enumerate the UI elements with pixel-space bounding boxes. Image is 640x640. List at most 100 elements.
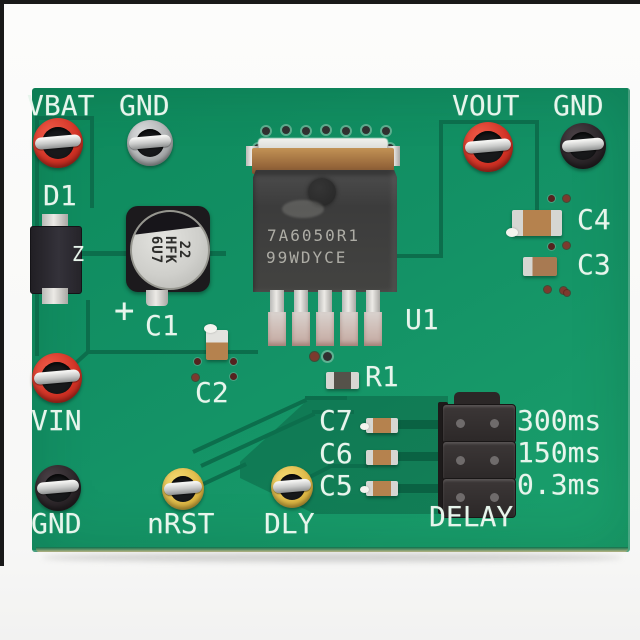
test-point-slot-bar: [128, 134, 172, 150]
resistor-r1: [326, 372, 359, 389]
via-dot: [323, 352, 332, 361]
test-point-dly: [271, 466, 313, 508]
via-dot: [382, 127, 390, 135]
ic-solder-pad: [340, 312, 358, 346]
silkscreen-c1-plus: +: [114, 291, 135, 331]
test-point-slot-bar: [272, 478, 312, 494]
silkscreen-delay-option-0.3ms: 0.3ms: [517, 468, 602, 501]
diode-d1: [30, 212, 82, 304]
solder-blob: [360, 423, 369, 430]
silkscreen-u1-label: U1: [405, 303, 439, 336]
ic-lead: [294, 290, 308, 314]
via-dot: [548, 243, 555, 250]
photo-top-border: [0, 0, 640, 4]
silkscreen-d1-label: D1: [43, 179, 77, 212]
trace-diag2-continuation: [312, 410, 354, 414]
via-dot: [560, 287, 567, 294]
capacitor-marking-line: HFK: [162, 235, 178, 265]
ic-tab-flux: [252, 148, 394, 174]
trace-vout-right: [535, 120, 539, 212]
via-dot: [563, 195, 570, 202]
via-dot: [548, 195, 555, 202]
via-dot: [362, 126, 370, 134]
silkscreen-delay-option-300ms: 300ms: [517, 404, 602, 437]
photo-left-border: [0, 0, 4, 566]
jumper-pin-dot: [456, 456, 465, 465]
diode-body: [30, 226, 82, 294]
ic-solder-pad: [316, 312, 334, 346]
silkscreen-gnd-top-right-label: GND: [553, 89, 604, 122]
capacitor-c6-smd: [366, 450, 398, 465]
via-dot: [302, 127, 310, 135]
silkscreen-dly-label: DLY: [264, 507, 315, 540]
ic-solder-pad: [364, 312, 382, 346]
ic-marking-line2: 99WDYCE: [266, 248, 348, 267]
silkscreen-c3-label: C3: [577, 248, 611, 281]
ic-lead: [318, 290, 332, 314]
via-dot: [342, 127, 350, 135]
silkscreen-vbat-label: VBAT: [27, 89, 95, 122]
test-point-gnd-top-left: [127, 120, 173, 166]
via-dot: [194, 358, 201, 365]
silkscreen-vout-label: VOUT: [452, 89, 520, 122]
via-dot: [230, 373, 237, 380]
trace-vbat-right: [90, 116, 94, 208]
trace-vin-vertical: [86, 300, 90, 354]
trace-diag1-continuation: [305, 396, 347, 400]
via-dot: [310, 352, 319, 361]
jumper-pin-dot: [490, 493, 499, 502]
silkscreen-delay-label: DELAY: [429, 500, 514, 533]
capacitor-marking-line: 6U7: [148, 235, 164, 265]
silkscreen-nrst-label: nRST: [147, 507, 215, 540]
silkscreen-c1-label: C1: [145, 309, 179, 342]
ic-solder-pad: [292, 312, 310, 346]
capacitor-lead: [146, 290, 168, 306]
capacitor-marking-line: 22: [176, 240, 192, 260]
ic-u1-regulator: 7A6050R1 99WDYCE: [244, 126, 404, 348]
ic-lead: [342, 290, 356, 314]
jumper-pin-dot: [490, 419, 499, 428]
test-point-vin: [32, 353, 82, 403]
test-point-vout: [463, 122, 513, 172]
capacitor-top: 22 HFK 6U7: [130, 210, 210, 290]
test-point-gnd-bottom-left: [35, 465, 81, 511]
silkscreen-z-label: Z: [72, 242, 85, 266]
via-dot: [564, 290, 570, 296]
silkscreen-c5-label: C5: [319, 469, 353, 502]
test-point-slot-bar: [34, 134, 82, 150]
test-point-slot-bar: [464, 138, 512, 154]
ic-marking-line1: 7A6050R1: [267, 226, 361, 245]
via-dot: [322, 126, 330, 134]
trace-delay-row3: [396, 484, 448, 493]
solder-blob: [506, 228, 518, 237]
delay-jumper-block: [436, 390, 518, 518]
test-point-gnd-top-right: [560, 123, 606, 169]
ic-dimple: [308, 178, 336, 206]
trace-vout-bottom: [395, 254, 443, 258]
silkscreen-c6-label: C6: [319, 437, 353, 470]
silkscreen-vin-label: VIN: [31, 404, 82, 437]
solder-blob: [204, 324, 217, 333]
test-point-nrst: [162, 468, 204, 510]
jumper-pin-dot: [456, 493, 465, 502]
via-dot: [563, 242, 570, 249]
solder-blob: [360, 486, 369, 493]
jumper-shunt-150ms: [442, 441, 516, 481]
silkscreen-c7-label: C7: [319, 404, 353, 437]
jumper-pin-dot: [456, 419, 465, 428]
diode-lead-bottom: [42, 288, 68, 304]
jumper-shunt-300ms: [442, 404, 516, 444]
jumper-shunt-0p3ms: [442, 478, 516, 518]
ic-solder-pad: [268, 312, 286, 346]
silkscreen-gnd-bottom-left-label: GND: [31, 507, 82, 540]
silkscreen-c2-label: C2: [195, 376, 229, 409]
ic-lead: [270, 290, 284, 314]
capacitor-c7-smd: [366, 418, 398, 433]
via-dot: [544, 286, 551, 293]
capacitor-marking: 22 HFK 6U7: [132, 212, 208, 288]
test-point-slot-bar: [163, 480, 203, 496]
board-shadow: [42, 553, 622, 562]
silkscreen-c4-label: C4: [577, 203, 611, 236]
capacitor-c1-electrolytic: 22 HFK 6U7: [126, 206, 210, 306]
trace-delay-row2: [396, 452, 448, 461]
